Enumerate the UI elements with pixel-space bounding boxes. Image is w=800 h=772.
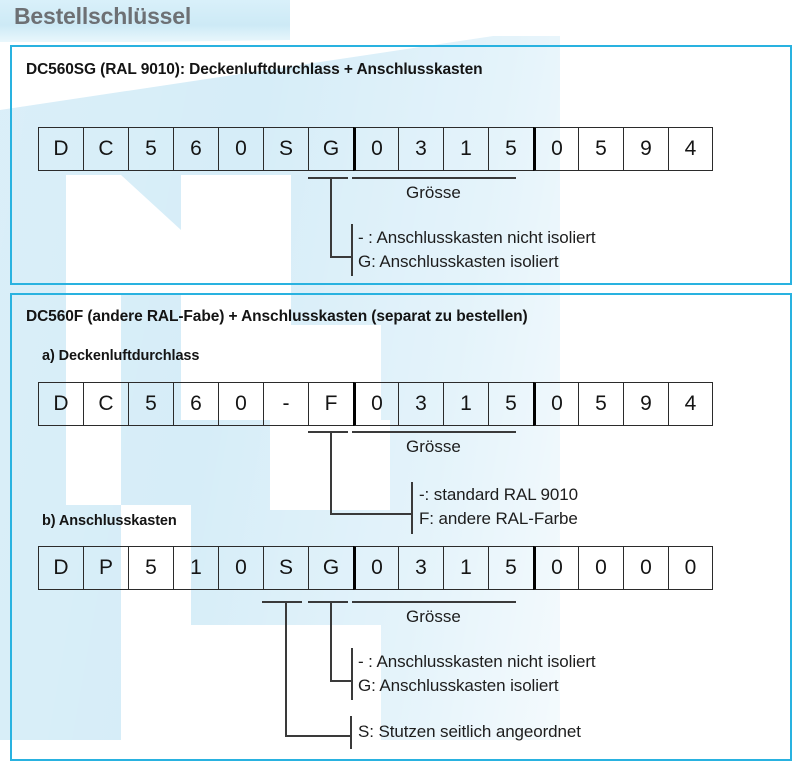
- subsection-a-cell-1: C: [83, 382, 128, 426]
- subsection-b-cell-1: P: [83, 546, 128, 590]
- section-sg-cell-14: 4: [668, 127, 713, 171]
- leader-b-g-bottom: [330, 680, 352, 682]
- subsection-b-cell-11: 0: [533, 546, 578, 590]
- subsection-a-cell-11: 0: [533, 382, 578, 426]
- leader-f-notes-bracket: [411, 482, 414, 534]
- subsection-a-note-0: -: standard RAL 9010: [419, 485, 578, 504]
- subsection-a-cell-2: 5: [128, 382, 173, 426]
- leader-f-vert: [330, 431, 332, 514]
- leader-sg-size-underline: [352, 177, 516, 179]
- subsection-b-cell-0: D: [38, 546, 83, 590]
- section-sg-cell-12: 5: [578, 127, 623, 171]
- section-sg-size-label: Grösse: [406, 183, 461, 202]
- leader-f-size-underline: [352, 431, 516, 433]
- leader-b-g-bracket: [351, 648, 354, 700]
- page-title: Bestellschlüssel: [14, 3, 192, 29]
- subsection-b-label: b) Anschlusskasten: [42, 513, 177, 529]
- section-sg-cell-6: G: [308, 127, 353, 171]
- leader-sg-g-top: [308, 177, 348, 179]
- section-sg-note-1: G: Anschlusskasten isoliert: [358, 252, 559, 271]
- leader-f-bottom: [330, 513, 412, 515]
- section-sg-note-0: - : Anschlusskasten nicht isoliert: [358, 228, 596, 247]
- subsection-b-cell-2: 5: [128, 546, 173, 590]
- subsection-a-cell-14: 4: [668, 382, 713, 426]
- section-sg-cell-5: S: [263, 127, 308, 171]
- leader-sg-notes-bracket: [351, 224, 354, 276]
- subsection-b-note-lower-0: S: Stutzen seitlich angeordnet: [358, 722, 581, 741]
- section-sg-heading: DC560SG (RAL 9010): Deckenluftdurchlass …: [26, 61, 483, 78]
- subsection-a-cell-3: 6: [173, 382, 218, 426]
- subsection-b-cell-14: 0: [668, 546, 713, 590]
- leader-b-s-vert: [285, 601, 287, 736]
- subsection-b-cell-3: 1: [173, 546, 218, 590]
- section-sg-cell-7: 0: [353, 127, 398, 171]
- subsection-a-cell-12: 5: [578, 382, 623, 426]
- section-sg-cell-10: 5: [488, 127, 533, 171]
- subsection-b-cell-10: 5: [488, 546, 533, 590]
- section-sg-cell-3: 6: [173, 127, 218, 171]
- section-sg-cell-0: D: [38, 127, 83, 171]
- subsection-b-note-1: G: Anschlusskasten isoliert: [358, 676, 559, 695]
- leader-b-size-underline: [352, 601, 516, 603]
- leader-b-s-bottom: [285, 735, 351, 737]
- subsection-a-cell-4: 0: [218, 382, 263, 426]
- subsection-a-note-1: F: andere RAL-Farbe: [419, 509, 578, 528]
- section-sg-cell-8: 3: [398, 127, 443, 171]
- section-f-heading: DC560F (andere RAL-Fabe) + Anschlusskast…: [26, 308, 528, 325]
- subsection-b-cell-12: 0: [578, 546, 623, 590]
- section-sg-cell-2: 5: [128, 127, 173, 171]
- subsection-b-cell-6: G: [308, 546, 353, 590]
- subsection-a-size-label: Grösse: [406, 437, 461, 456]
- subsection-b-cell-8: 3: [398, 546, 443, 590]
- subsection-a-cell-13: 9: [623, 382, 668, 426]
- subsection-b-size-label: Grösse: [406, 607, 461, 626]
- leader-b-s-bracket: [350, 716, 353, 749]
- subsection-a-label: a) Deckenluftdurchlass: [42, 348, 200, 364]
- subsection-b-cell-7: 0: [353, 546, 398, 590]
- leader-b-g-vert: [330, 601, 332, 681]
- subsection-a-cell-6: F: [308, 382, 353, 426]
- subsection-b-note-0: - : Anschlusskasten nicht isoliert: [358, 652, 596, 671]
- section-sg-cell-4: 0: [218, 127, 263, 171]
- section-sg-cell-1: C: [83, 127, 128, 171]
- subsection-a-cell-0: D: [38, 382, 83, 426]
- subsection-a-cell-7: 0: [353, 382, 398, 426]
- section-sg-cell-13: 9: [623, 127, 668, 171]
- subsection-a-cell-8: 3: [398, 382, 443, 426]
- section-sg-cell-9: 1: [443, 127, 488, 171]
- subsection-a-cell-10: 5: [488, 382, 533, 426]
- leader-sg-g-bottom: [330, 256, 352, 258]
- leader-f-top: [308, 431, 348, 433]
- subsection-b-cell-13: 0: [623, 546, 668, 590]
- leader-b-g-top: [308, 601, 348, 603]
- subsection-a-cell-5: -: [263, 382, 308, 426]
- subsection-b-cell-5: S: [263, 546, 308, 590]
- leader-b-s-top: [262, 601, 302, 603]
- subsection-a-cell-9: 1: [443, 382, 488, 426]
- leader-sg-g-vert: [330, 177, 332, 257]
- subsection-b-cell-4: 0: [218, 546, 263, 590]
- subsection-b-cell-9: 1: [443, 546, 488, 590]
- section-sg-cell-11: 0: [533, 127, 578, 171]
